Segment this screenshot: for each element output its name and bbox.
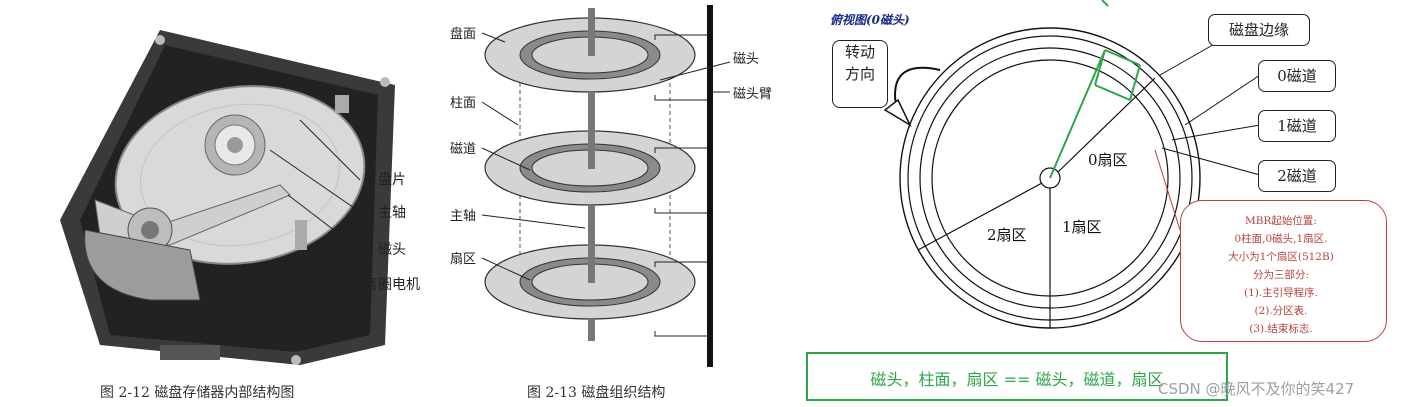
fig12-caption: 图 2-12 磁盘存储器内部结构图	[100, 384, 294, 401]
top-view-header: 俯视图(0磁头)	[830, 13, 910, 27]
label-platter: 盘片	[378, 171, 406, 188]
disk-organization-figure: 盘面 柱面 磁道 主轴 扇区 磁头 磁头臂 图 2-13 磁盘组织结构	[430, 0, 800, 407]
label-surface: 盘面	[450, 26, 476, 42]
mbr-note-line: (1).主引导程序.	[1181, 285, 1381, 300]
track-2-label: 2磁道	[1258, 160, 1336, 192]
mbr-note: MBR起始位置: 0柱面,0磁头,1扇区. 大小为1个扇区(512B) 分为三部…	[1180, 200, 1387, 342]
sector-1-label: 1扇区	[1062, 218, 1102, 236]
label-head: 磁头	[378, 242, 406, 258]
label-head-arm: 磁头臂	[733, 87, 772, 102]
label-cylinder: 柱面	[450, 96, 476, 111]
sector-0-label: 0扇区	[1088, 151, 1128, 169]
label-track: 磁道	[450, 142, 476, 157]
fig13-caption: 图 2-13 磁盘组织结构	[527, 384, 665, 401]
csdn-watermark: CSDN @晚风不及你的笑427	[1158, 378, 1354, 399]
sector-2-label: 2扇区	[987, 226, 1027, 244]
label-head-13: 磁头	[733, 52, 759, 67]
mbr-note-line: 0柱面,0磁头,1扇区.	[1181, 231, 1381, 246]
mbr-note-line: 大小为1个扇区(512B)	[1181, 249, 1381, 264]
mbr-note-line: 分为三部分:	[1181, 267, 1381, 282]
disk-edge-label: 磁盘边缘	[1208, 14, 1310, 46]
label-spindle: 主轴	[378, 205, 406, 221]
label-spindle-13: 主轴	[450, 209, 476, 224]
track-1-label: 1磁道	[1258, 110, 1336, 142]
hdd-illustration: 盘片 主轴 磁头 音圈电机 图 2-12 磁盘存储器内部结构图	[0, 0, 430, 407]
mbr-note-line: (3).结束标志.	[1181, 321, 1381, 336]
rotation-label: 转动 方向	[832, 40, 888, 108]
label-sector: 扇区	[450, 251, 476, 267]
head-arm-bar	[707, 5, 713, 367]
mbr-note-line: (2).分区表.	[1181, 303, 1381, 318]
mbr-note-line: MBR起始位置:	[1181, 213, 1381, 228]
label-voice-coil: 音圈电机	[364, 276, 420, 293]
track-0-label: 0磁道	[1258, 60, 1336, 92]
